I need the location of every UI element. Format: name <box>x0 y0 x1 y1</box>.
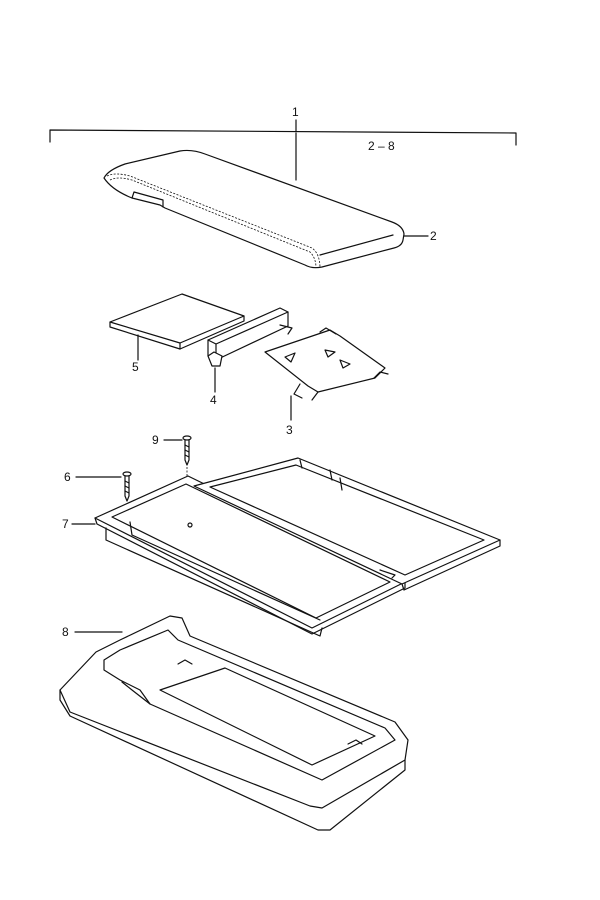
part-8-console: 8 <box>59 615 409 831</box>
part-3-bracket: 3 <box>264 327 389 437</box>
part-5-pad: 5 <box>109 293 245 374</box>
callout-8: 8 <box>62 625 69 639</box>
callout-9: 9 <box>152 433 159 447</box>
assembly-bracket: 1 2 – 8 <box>49 105 517 181</box>
part-4-bracket: 4 <box>207 307 293 407</box>
callout-5: 5 <box>132 360 139 374</box>
part-2-cushion: 2 <box>103 149 437 269</box>
callout-2: 2 <box>430 229 437 243</box>
callout-7: 6 <box>64 470 71 484</box>
part-6-tray: 7 <box>62 457 501 637</box>
callout-3: 3 <box>286 423 293 437</box>
label-range: 2 – 8 <box>368 139 395 153</box>
callout-6: 7 <box>62 517 69 531</box>
label-assembly: 1 <box>292 105 299 119</box>
callout-4: 4 <box>210 393 217 407</box>
